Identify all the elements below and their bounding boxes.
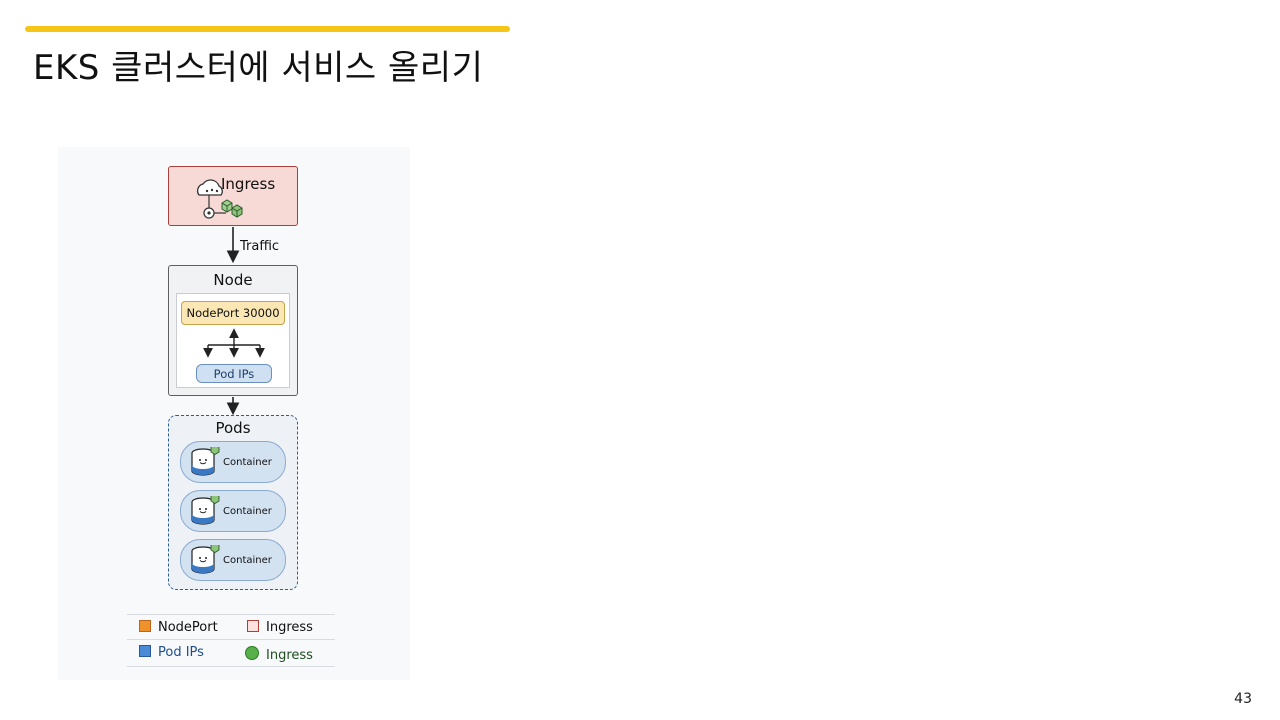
legend: NodePort Ingress Pod IPs Ingress: [127, 614, 335, 667]
orange-square-icon: [139, 620, 151, 632]
package-cube-icon: [210, 447, 220, 456]
legend-divider: [127, 666, 335, 667]
legend-label: Ingress: [266, 648, 313, 663]
pod-ips-pill: Pod IPs: [196, 364, 272, 383]
container-label: Container: [223, 506, 272, 517]
node-box: Node NodePort 30000 Pod IPs: [168, 265, 298, 396]
legend-label: NodePort: [158, 620, 218, 635]
cloud-network-icon: [196, 179, 243, 219]
pink-square-icon: [247, 620, 259, 632]
database-container-icon: [191, 447, 220, 476]
package-cube-icon: [221, 199, 233, 213]
slide-title: EKS 클러스터에 서비스 올리기: [33, 48, 484, 88]
package-cube-icon: [210, 545, 220, 554]
legend-divider: [127, 639, 335, 640]
traffic-label: Traffic: [240, 239, 280, 254]
legend-divider: [127, 614, 335, 615]
container-row: Container: [180, 441, 286, 483]
database-container-icon: [191, 496, 220, 525]
legend-item-ingress: Ingress: [247, 620, 313, 635]
page-number: 43: [1234, 691, 1252, 707]
diagram-connectors: [226, 227, 240, 416]
legend-item-nodeport: NodePort: [139, 620, 218, 635]
green-circle-icon: [245, 646, 259, 660]
pods-group: Pods Container: [168, 415, 298, 590]
container-row: Container: [180, 490, 286, 532]
container-row: Container: [180, 539, 286, 581]
pods-title: Pods: [215, 419, 251, 437]
package-cube-icon: [210, 496, 220, 505]
container-label: Container: [223, 457, 272, 468]
architecture-diagram: Ingress Traffic Node NodePort 30000 Pod …: [58, 147, 410, 680]
node-inner-panel: NodePort 30000 Pod IPs: [176, 293, 290, 388]
node-title: Node: [213, 271, 253, 289]
blue-square-icon: [139, 645, 151, 657]
title-accent-bar: [25, 26, 510, 32]
ingress-box: Ingress: [168, 166, 298, 226]
database-container-icon: [191, 545, 220, 574]
nodeport-pill: NodePort 30000: [181, 301, 285, 325]
legend-label: Ingress: [266, 620, 313, 635]
legend-item-pod-ips: Pod IPs: [139, 645, 204, 660]
ingress-label: Ingress: [221, 175, 276, 193]
legend-item-ingress-green: Ingress: [245, 646, 313, 663]
legend-label: Pod IPs: [158, 645, 204, 660]
fanout-arrows: [203, 328, 265, 358]
container-label: Container: [223, 555, 272, 566]
